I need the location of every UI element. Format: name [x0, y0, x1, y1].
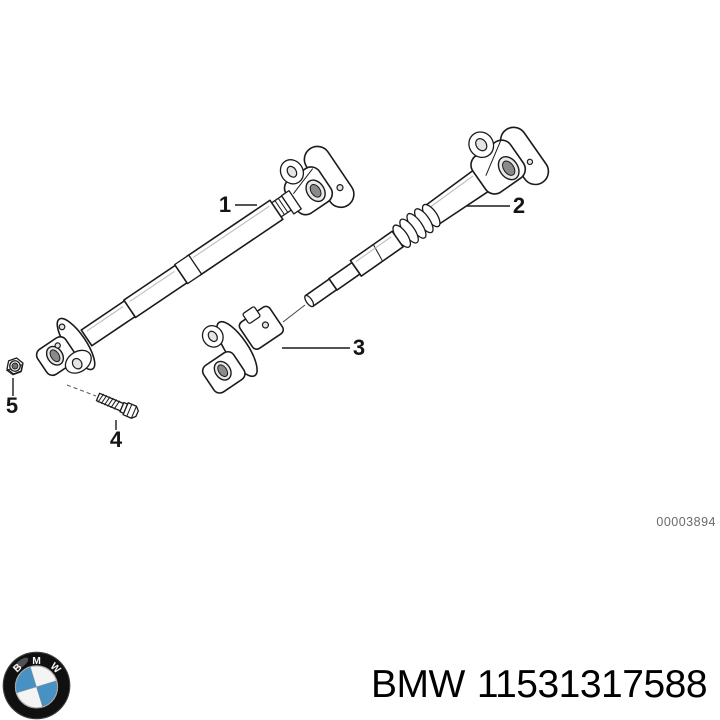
callout-1: 1: [219, 192, 257, 217]
callout-5: 5: [6, 378, 18, 418]
steering-column-parts-diagram: 1 2 3 4 5 00003894: [5, 126, 716, 529]
assembly-axis-line: [282, 304, 306, 323]
callout-3: 3: [282, 335, 365, 360]
part-1-steering-shaft: [35, 145, 355, 377]
callout-2: 2: [467, 193, 525, 218]
part-4-bolt: [95, 392, 139, 419]
part-3-universal-joint: [201, 305, 285, 394]
part-2-steering-shaft: [304, 126, 550, 308]
callout-5-label: 5: [6, 393, 18, 418]
bolt-guide-line: [66, 384, 97, 397]
callout-4-label: 4: [110, 427, 123, 452]
drawing-reference-number: 00003894: [656, 515, 716, 529]
logo-letter-m: M: [32, 656, 41, 667]
part-title: BMW 11531317588: [371, 663, 708, 706]
part-5-nut: [5, 357, 24, 376]
callout-4: 4: [110, 420, 123, 452]
callout-3-label: 3: [353, 335, 365, 360]
callout-2-label: 2: [513, 193, 525, 218]
callout-1-label: 1: [219, 192, 231, 217]
brand-name: BMW: [371, 663, 465, 706]
part-number: 11531317588: [476, 663, 708, 706]
bmw-roundel-logo-icon: B M W: [2, 651, 71, 720]
